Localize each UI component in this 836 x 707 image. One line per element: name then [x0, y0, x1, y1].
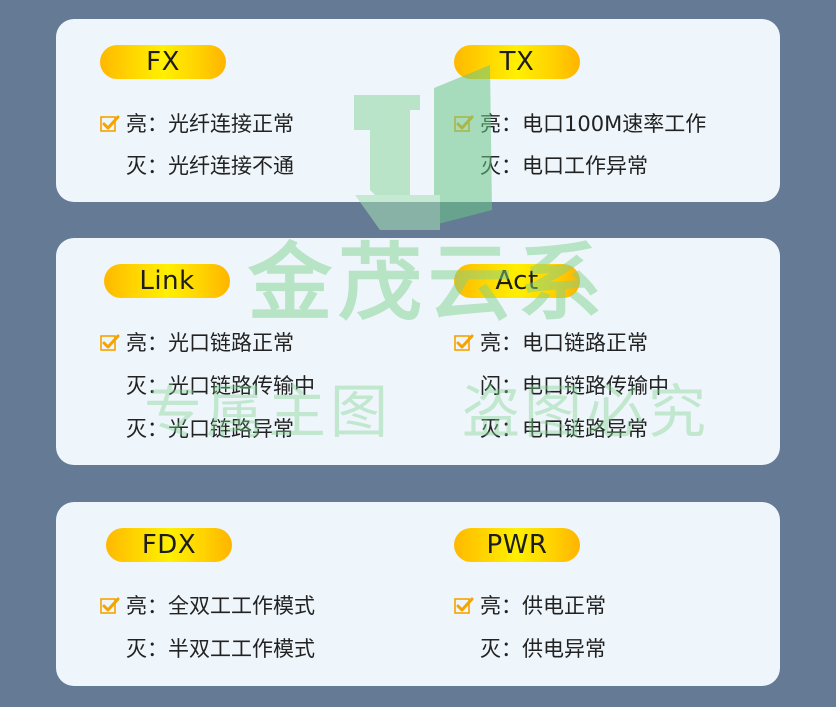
- check-icon: [100, 597, 120, 614]
- label-pill-pwr: PWR: [454, 528, 580, 562]
- indicator-card-fdx-pwr: FDX 亮：全双工工作模式 灭：半双工工作模式 PWR 亮：供电正常 灭：供电异…: [56, 502, 780, 686]
- status-text: 亮：电口100M速率工作: [480, 112, 707, 136]
- indicator-card-link-act: Link 亮：光口链路正常 灭：光口链路传输中 灭：光口链路异常 Act 亮：电…: [56, 238, 780, 465]
- status-text: 亮：电口链路正常: [480, 331, 648, 355]
- label-pill-fx: FX: [100, 45, 226, 79]
- status-text: 灭：电口工作异常: [480, 154, 648, 178]
- check-icon: [100, 115, 120, 132]
- indicator-card-fx-tx: FX 亮：光纤连接正常 灭：光纤连接不通 TX 亮：电口100M速率工作 灭：电…: [56, 19, 780, 202]
- label-pill-link: Link: [104, 264, 230, 298]
- label-pill-act: Act: [454, 264, 580, 298]
- status-text: 灭：半双工工作模式: [126, 637, 315, 661]
- status-text: 闪：电口链路传输中: [480, 374, 669, 398]
- label-pill-tx: TX: [454, 45, 580, 79]
- status-text: 灭：光纤连接不通: [126, 154, 294, 178]
- status-text: 亮：供电正常: [480, 594, 606, 618]
- status-text: 灭：供电异常: [480, 637, 606, 661]
- status-text: 亮：全双工工作模式: [126, 594, 315, 618]
- status-text: 灭：光口链路异常: [126, 417, 294, 441]
- check-icon: [454, 334, 474, 351]
- status-text: 灭：光口链路传输中: [126, 374, 315, 398]
- label-pill-fdx: FDX: [106, 528, 232, 562]
- check-icon: [100, 334, 120, 351]
- status-text: 亮：光口链路正常: [126, 331, 294, 355]
- status-text: 亮：光纤连接正常: [126, 112, 294, 136]
- status-text: 灭：电口链路异常: [480, 417, 648, 441]
- check-icon: [454, 597, 474, 614]
- check-icon: [454, 115, 474, 132]
